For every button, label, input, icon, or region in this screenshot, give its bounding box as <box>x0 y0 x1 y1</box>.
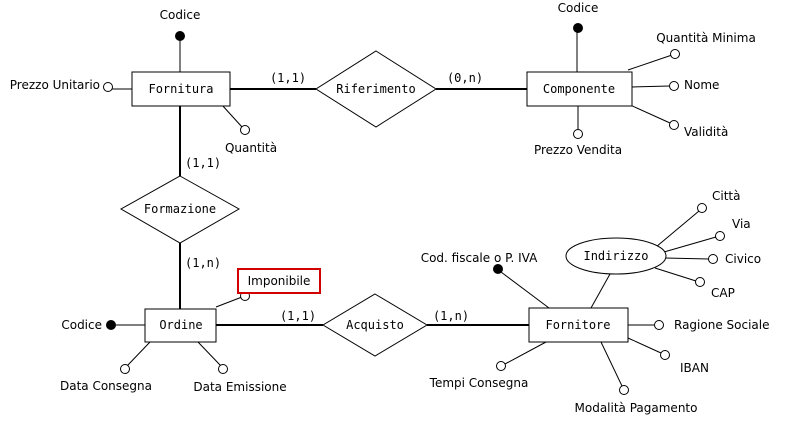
relationship-riferimento <box>315 50 437 128</box>
ordine-imponibile-label: Imponibile <box>248 274 311 288</box>
ordine-data-consegna-label: Data Consegna <box>60 379 152 393</box>
cardinality-ordine-acquisto: (1,1) <box>280 309 316 323</box>
indirizzo-label: Indirizzo <box>583 249 648 263</box>
indirizzo-group: Città Via Civico CAP Indirizzo <box>565 189 761 300</box>
fornitore-modalita-pagamento-label: Modalità Pagamento <box>575 401 698 415</box>
indirizzo-citta-marker <box>697 203 707 213</box>
relationship-acquisto-label: Acquisto <box>346 318 404 332</box>
fornitura-quantita-marker <box>240 125 250 135</box>
entity-ordine <box>144 308 217 343</box>
entity-ordine-label: Ordine <box>159 318 202 332</box>
componente-validita-edge <box>627 103 671 124</box>
ordine-data-emissione-marker <box>218 364 228 374</box>
componente-group: Codice Quantità Minima Nome Validità Pre… <box>534 1 756 157</box>
componente-validita-label: Validità <box>684 125 728 139</box>
fornitore-modalita-pagamento-marker <box>619 385 629 395</box>
indirizzo-ellipse <box>565 237 667 275</box>
fornitore-cod-fiscale-key-marker <box>493 264 503 274</box>
componente-nome-marker <box>669 81 679 91</box>
indirizzo-via-label: Via <box>732 217 751 231</box>
fornitura-codice-label: Codice <box>160 8 201 22</box>
componente-quantita-minima-marker <box>670 49 680 59</box>
fornitore-modalita-pagamento-edge <box>600 341 623 387</box>
fornitura-quantita-edge <box>221 104 243 128</box>
entity-componente-label: Componente <box>543 82 615 96</box>
indirizzo-via-marker <box>715 231 725 241</box>
indirizzo-civico-marker <box>708 254 718 264</box>
ordine-data-emissione-edge <box>197 341 222 367</box>
ordine-group: Codice Imponibile Data Consegna Data Emi… <box>60 268 321 394</box>
entity-componente <box>526 71 633 107</box>
entity-fornitore-label: Fornitore <box>545 318 610 332</box>
relationship-formazione-label: Formazione <box>144 202 216 216</box>
fornitura-prezzo-unitario-label: Prezzo Unitario <box>10 78 100 92</box>
cardinality-acquisto-fornitore: (1,n) <box>433 309 469 323</box>
cardinality-riferimento-componente: (0,n) <box>447 71 483 85</box>
indirizzo-cap-marker <box>695 277 705 287</box>
entity-fornitura-label: Fornitura <box>148 82 213 96</box>
fornitore-cod-fiscale-edge <box>500 271 550 309</box>
indirizzo-cap-edge <box>654 267 697 282</box>
fornitore-ragione-sociale-marker <box>654 320 664 330</box>
componente-codice-label: Codice <box>558 1 599 15</box>
relationship-acquisto <box>322 293 428 357</box>
ordine-imponibile-edge <box>215 296 243 308</box>
ordine-imponibile-highlight <box>237 268 321 294</box>
componente-nome-label: Nome <box>684 78 719 92</box>
entity-fornitura <box>131 71 231 107</box>
ordine-codice-key-marker <box>106 320 116 330</box>
componente-codice-key-marker <box>573 23 583 33</box>
fornitore-tempi-consegna-edge <box>504 341 547 365</box>
fornitore-cod-fiscale-label: Cod. fiscale o P. IVA <box>421 251 538 265</box>
fornitore-iban-marker <box>660 350 670 360</box>
fornitura-codice-key-marker <box>175 31 185 41</box>
cardinality-formazione-ordine: (1,n) <box>185 256 221 270</box>
ordine-data-consegna-marker <box>120 364 130 374</box>
cardinality-fornitura-formazione: (1,1) <box>185 156 221 170</box>
indirizzo-cap-label: CAP <box>711 286 735 300</box>
cardinality-fornitura-riferimento: (1,1) <box>270 71 306 85</box>
relationship-riferimento-label: Riferimento <box>336 82 415 96</box>
ordine-data-emissione-label: Data Emissione <box>193 380 286 394</box>
fornitore-iban-label: IBAN <box>680 361 709 375</box>
fornitore-ragione-sociale-label: Ragione Sociale <box>674 318 769 332</box>
fornitura-group: Codice Prezzo Unitario Quantità <box>10 8 277 155</box>
componente-nome-edge <box>631 85 671 88</box>
componente-validita-marker <box>669 120 679 130</box>
componente-prezzo-vendita-label: Prezzo Vendita <box>534 143 622 157</box>
componente-prezzo-vendita-marker <box>573 129 583 139</box>
componente-quantita-minima-edge <box>627 54 673 71</box>
entity-fornitore <box>528 307 629 343</box>
ordine-codice-label: Codice <box>61 318 102 332</box>
componente-quantita-minima-label: Quantità Minima <box>656 31 756 45</box>
fornitura-quantita-label: Quantità <box>225 141 277 155</box>
relationship-formazione <box>119 175 241 244</box>
fornitore-indirizzo-edge <box>590 273 611 309</box>
fornitore-group: Cod. fiscale o P. IVA Ragione Sociale IB… <box>421 251 770 415</box>
ordine-data-consegna-edge <box>126 341 151 367</box>
fornitore-tempi-consegna-marker <box>496 361 506 371</box>
indirizzo-citta-edge <box>655 210 700 248</box>
indirizzo-civico-edge <box>664 257 710 260</box>
fornitura-prezzo-unitario-marker <box>103 82 113 92</box>
fornitore-iban-edge <box>627 337 662 354</box>
indirizzo-citta-label: Città <box>712 189 740 203</box>
indirizzo-civico-label: Civico <box>725 252 761 266</box>
indirizzo-via-edge <box>663 236 717 253</box>
fornitore-tempi-consegna-label: Tempi Consegna <box>429 376 529 390</box>
